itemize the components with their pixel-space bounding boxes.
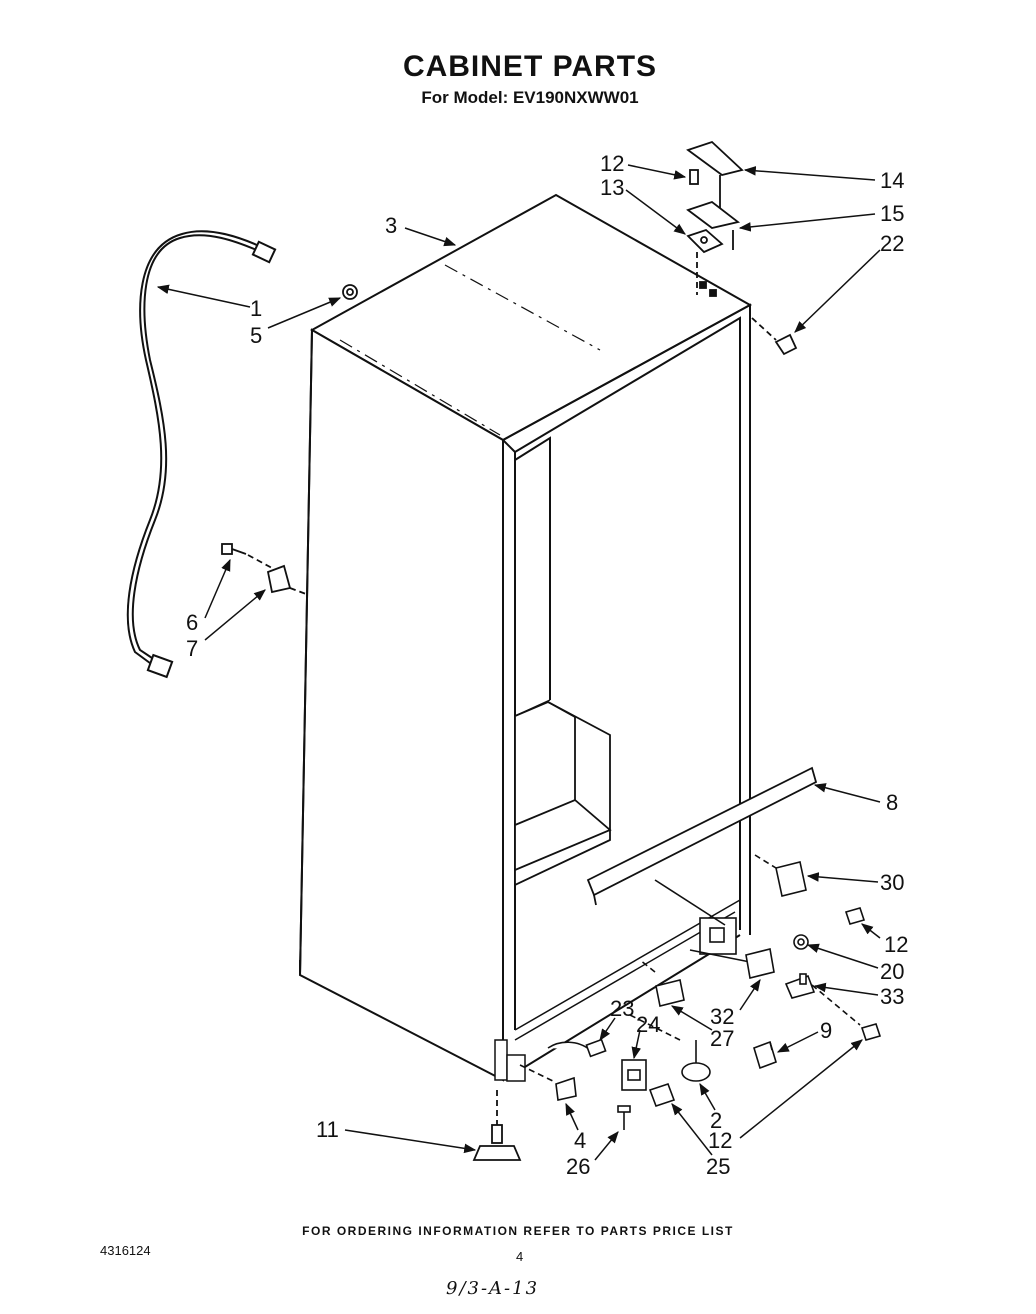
- callout-7: 7: [186, 636, 198, 661]
- wire-harness-part: [547, 1038, 607, 1058]
- callout-22: 22: [880, 231, 904, 256]
- inner-compartment: [514, 701, 612, 900]
- callout-8: 8: [886, 790, 898, 815]
- callout-4: 4: [574, 1128, 586, 1153]
- callout-26: 26: [566, 1154, 590, 1179]
- callout-33: 33: [880, 984, 904, 1009]
- plug-button-part: [751, 317, 798, 356]
- grommet-part: [342, 284, 358, 300]
- callout-13: 13: [600, 175, 624, 200]
- callout-15: 15: [880, 201, 904, 226]
- document-number: 4316124: [100, 1243, 151, 1258]
- power-cord: [126, 230, 277, 679]
- switch-assembly: [617, 1059, 676, 1130]
- callout-30: 30: [880, 870, 904, 895]
- handwritten-note: 9/3-A-13: [446, 1278, 540, 1299]
- callout-labels: 1 2 3 4 5 6 7 8 9 11 12 12 12 13 14 15 2…: [156, 151, 908, 1179]
- cabinet-body: [298, 193, 753, 1082]
- callout-14: 14: [880, 168, 904, 193]
- callout-24: 24: [636, 1012, 660, 1037]
- callout-12-top: 12: [600, 151, 624, 176]
- callout-11: 11: [316, 1117, 339, 1142]
- mullion-bar: [586, 766, 818, 906]
- screw-part: [221, 543, 273, 569]
- callout-23: 23: [610, 996, 634, 1021]
- callout-27: 27: [710, 1026, 734, 1051]
- callout-3: 3: [385, 213, 397, 238]
- callout-5: 5: [250, 323, 262, 348]
- callout-25: 25: [706, 1154, 730, 1179]
- model-subtitle: For Model: EV190NXWW01: [421, 88, 639, 107]
- callout-9: 9: [820, 1018, 832, 1043]
- callout-20: 20: [880, 959, 904, 984]
- callout-1: 1: [250, 296, 262, 321]
- lower-hinge-assembly: [629, 854, 882, 1082]
- cord-clamp-part: [266, 564, 307, 595]
- callout-12-lower: 12: [708, 1128, 732, 1153]
- callout-12-mid: 12: [884, 932, 908, 957]
- page-number: 4: [516, 1249, 524, 1264]
- callout-6: 6: [186, 610, 198, 635]
- callout-32: 32: [710, 1004, 734, 1029]
- leveling-leg-part: [472, 1090, 522, 1161]
- bracket-part: [519, 1064, 577, 1101]
- ordering-note: FOR ORDERING INFORMATION REFER TO PARTS …: [302, 1224, 734, 1238]
- page-title: CABINET PARTS: [402, 50, 658, 83]
- top-hinge-assembly: [686, 140, 744, 297]
- callout-2: 2: [710, 1108, 722, 1133]
